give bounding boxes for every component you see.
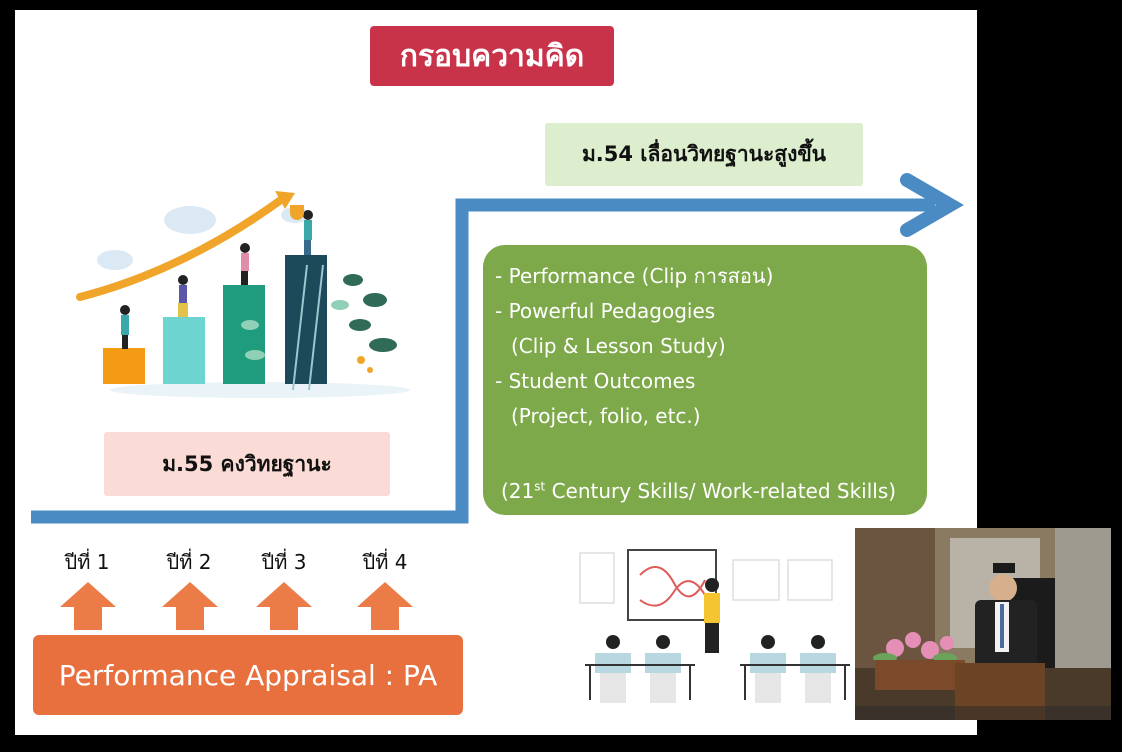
criteria-box: - Performance (Clip การสอน) - Powerful P… [483, 245, 927, 515]
skills-note: (21st Century Skills/ Work-related Skill… [501, 479, 897, 503]
career-path-arrow [31, 173, 964, 524]
year-label: ปีที่ 4 [362, 550, 408, 574]
up-arrow-icon [256, 582, 312, 630]
up-arrow-icon [60, 582, 116, 630]
performance-appraisal-box: Performance Appraisal : PA [33, 635, 463, 715]
classroom-illustration [579, 549, 850, 703]
promotion-label: ม.54 เลื่อนวิทยฐานะสูงขึ้น [545, 123, 863, 186]
presentation-slide: กรอบความคิด ม.54 เลื่อนวิทยฐานะสูงขึ้น [15, 10, 977, 735]
presenter-video-frame [855, 528, 1111, 720]
up-arrow-icon [357, 582, 413, 630]
up-arrow-icon [162, 582, 218, 630]
year-label: ปีที่ 2 [166, 550, 212, 574]
criteria-item: - Performance (Clip การสอน) [495, 264, 774, 288]
criteria-item: - Powerful Pedagogies [495, 299, 716, 323]
criteria-item: (Project, folio, etc.) [511, 404, 701, 428]
year-label: ปีที่ 3 [261, 550, 307, 574]
slide-title: กรอบความคิด [370, 26, 614, 86]
criteria-item: - Student Outcomes [495, 369, 696, 393]
year-arrows [60, 582, 413, 630]
presenter-video[interactable] [855, 528, 1111, 720]
growth-chart-illustration [76, 191, 410, 398]
year-label: ปีที่ 1 [64, 550, 110, 574]
criteria-item: (Clip & Lesson Study) [511, 334, 726, 358]
maintain-label: ม.55 คงวิทยฐานะ [104, 432, 390, 496]
